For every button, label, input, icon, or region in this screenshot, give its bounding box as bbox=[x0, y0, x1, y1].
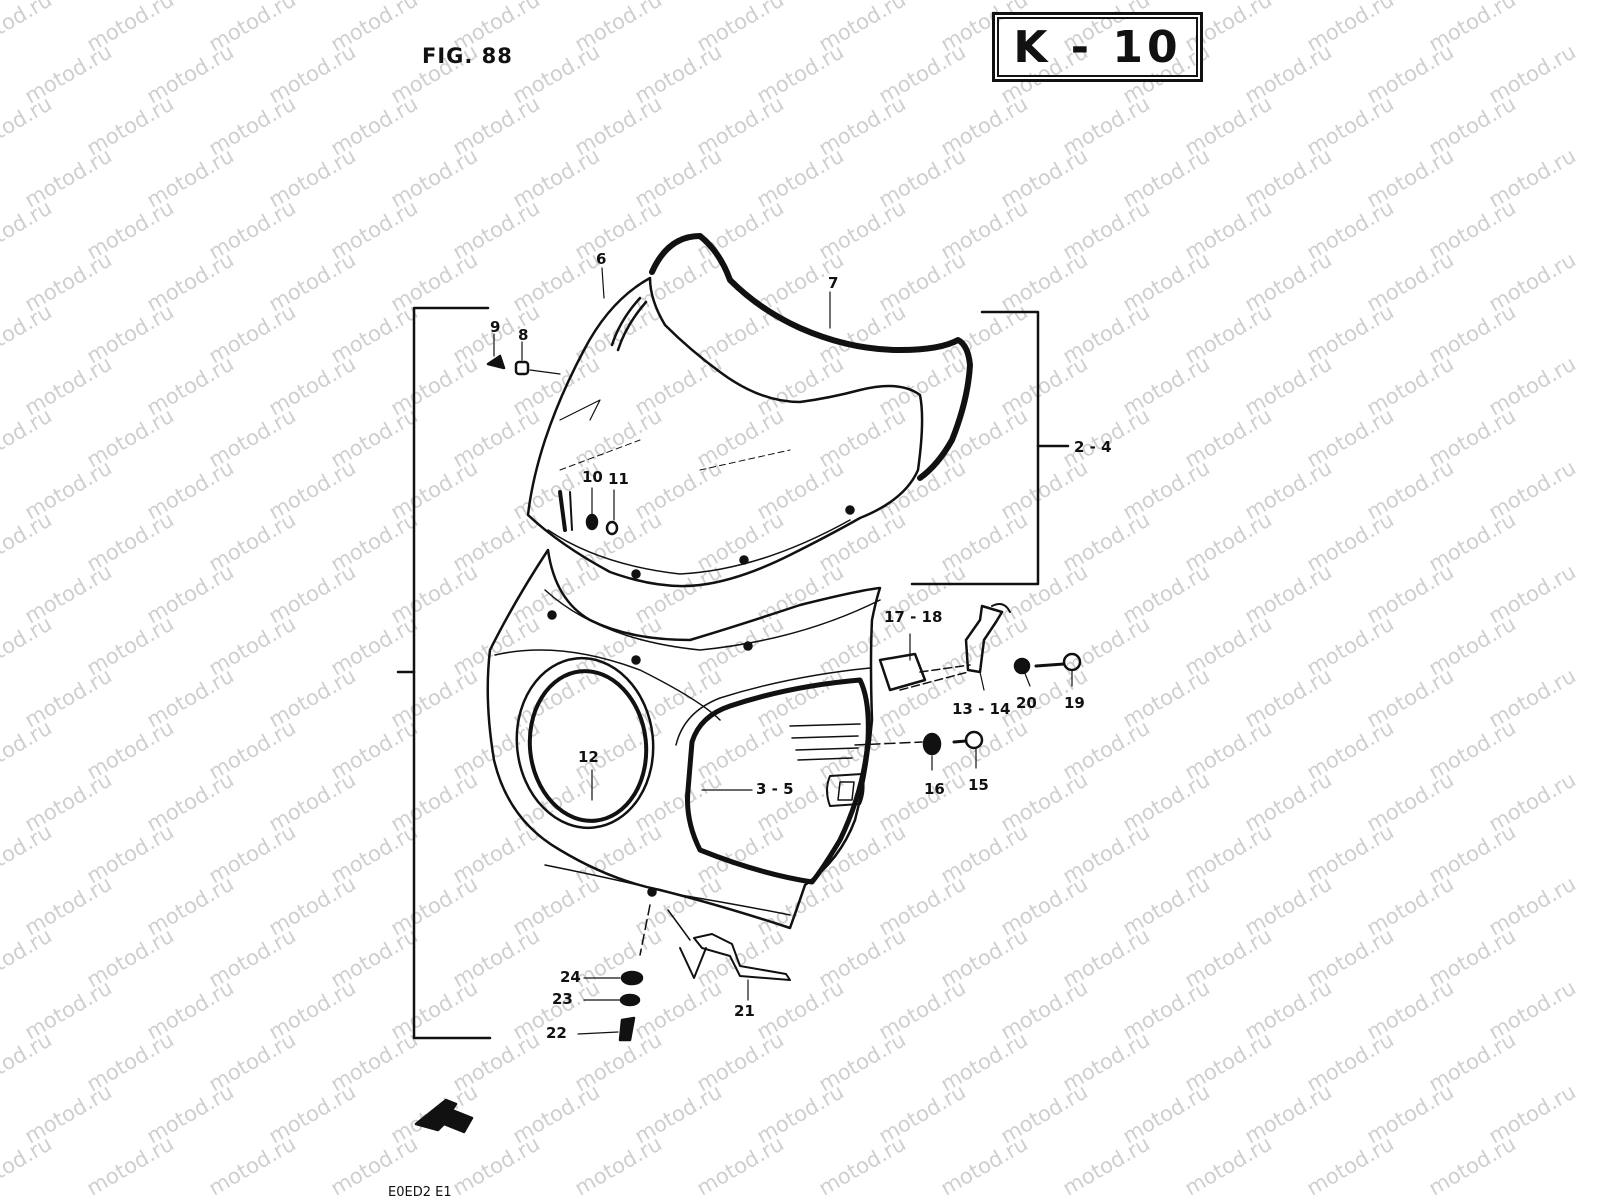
part-label-23: 23 bbox=[552, 990, 573, 1008]
part-label-17-18: 17 - 18 bbox=[884, 608, 943, 626]
part-label-11: 11 bbox=[608, 470, 629, 488]
part-label-7: 7 bbox=[828, 274, 839, 292]
part-label-8: 8 bbox=[518, 326, 529, 344]
grommet-16 bbox=[922, 732, 942, 756]
part-label-9: 9 bbox=[490, 318, 501, 336]
nut-11 bbox=[605, 520, 619, 536]
fairing-side-trim bbox=[685, 677, 871, 885]
reference-box: K - 10 bbox=[992, 12, 1203, 82]
part-label-6: 6 bbox=[596, 250, 607, 268]
part-label-12: 12 bbox=[578, 748, 599, 766]
bolt-19 bbox=[1034, 652, 1082, 672]
windscreen-bracket-right bbox=[910, 310, 1040, 586]
mounting-stay-13-14 bbox=[964, 604, 1004, 674]
mounting-bracket-17-18 bbox=[878, 652, 927, 692]
diagram-code: E0ED2 E1 bbox=[388, 1185, 452, 1200]
lower-bracket-21 bbox=[693, 933, 791, 981]
windscreen-edge-trim bbox=[649, 233, 973, 481]
windscreen bbox=[526, 276, 924, 588]
arrow-left-icon bbox=[414, 1098, 474, 1134]
reference-code: K - 10 bbox=[1013, 21, 1182, 73]
part-label-15: 15 bbox=[968, 776, 989, 794]
fairing-decal bbox=[789, 723, 861, 761]
screw-9 bbox=[486, 354, 506, 370]
part-label-22: 22 bbox=[546, 1024, 567, 1042]
part-label-2-4: 2 - 4 bbox=[1074, 438, 1112, 456]
collar-24 bbox=[620, 970, 644, 986]
part-label-16: 16 bbox=[924, 780, 945, 798]
bolt-22 bbox=[618, 1016, 636, 1042]
part-label-19: 19 bbox=[1064, 694, 1085, 712]
fairing-emblem bbox=[826, 773, 865, 807]
part-label-3-5: 3 - 5 bbox=[756, 780, 794, 798]
washer-10 bbox=[585, 513, 599, 531]
part-label-13-14: 13 - 14 bbox=[952, 700, 1011, 718]
figure-label: FIG. 88 bbox=[422, 44, 513, 68]
screw-15 bbox=[952, 730, 984, 750]
nut-8 bbox=[514, 360, 530, 376]
part-label-24: 24 bbox=[560, 968, 581, 986]
headlight-opening bbox=[515, 656, 655, 830]
part-label-10: 10 bbox=[582, 468, 603, 486]
part-label-20: 20 bbox=[1016, 694, 1037, 712]
assembly-bracket-left bbox=[412, 306, 492, 1040]
fairing-body bbox=[486, 548, 882, 930]
part-label-21: 21 bbox=[734, 1002, 755, 1020]
washer-23 bbox=[619, 993, 641, 1007]
